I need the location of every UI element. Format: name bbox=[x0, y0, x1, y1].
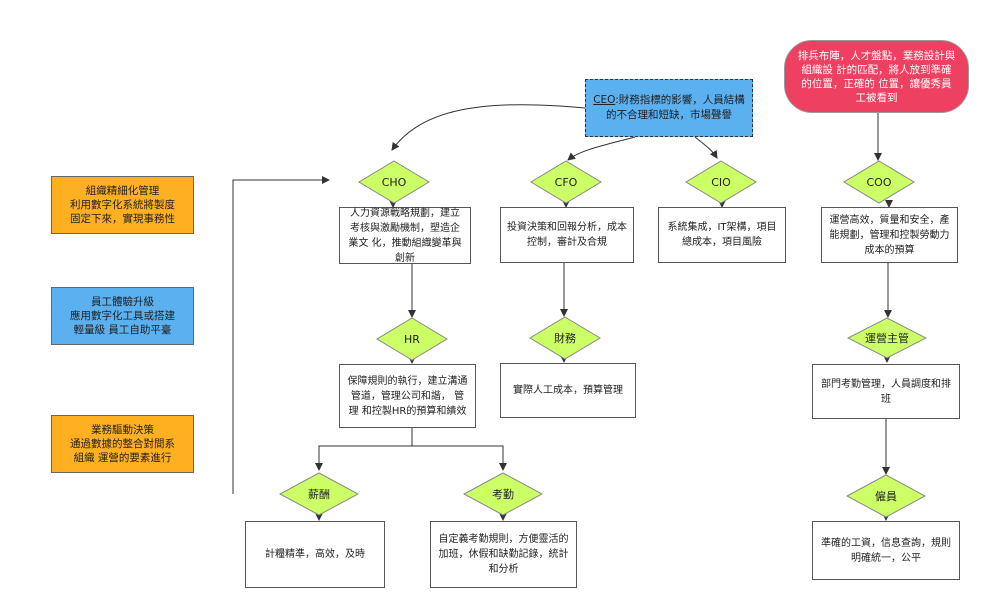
side-note-org-refinement: 組織精細化管理 利用數字化系統將製度 固定下來，實現事務性 bbox=[51, 176, 194, 234]
arrow-ceo-cho bbox=[391, 104, 586, 151]
node-coo: COO bbox=[866, 175, 892, 189]
box-caiwu: 實際人工成本，預算管理 bbox=[500, 363, 636, 418]
node-caiwu: 財務 bbox=[554, 332, 576, 345]
box-hr: 保障規則的執行，建立溝通 管道，管理公司和諧， 管理 和控製HR的預算和績效 bbox=[339, 364, 476, 428]
arrow-return-loop bbox=[232, 176, 330, 494]
side-note-business-decision: 業務驅動決策 通過數據的整合對間系 組織 運營的要素進行 bbox=[51, 415, 194, 473]
ceo-box: CEO:財務指標的影響，人員結構的不合理和短缺，市場聲譽 bbox=[585, 79, 753, 137]
side-note-employee-experience: 員工體驗升級 應用數字化工具或搭建 輕量級 員工自助平臺 bbox=[51, 287, 194, 345]
diamond-cio bbox=[685, 160, 757, 204]
coo-note-bubble: 排兵布陣，人才盤點，業務設計與組織設 計的匹配，將人放到準確的位置，正確的 位置… bbox=[784, 40, 969, 113]
node-cfo: CFO bbox=[554, 175, 578, 189]
box-cho: 人力資源戰略規劃，建立考核與激勵機制，塑造企業文 化，推動組織變革與創新 bbox=[339, 207, 471, 264]
diamond-yunying bbox=[847, 317, 927, 359]
diamond-cho bbox=[358, 160, 430, 204]
diamond-hr bbox=[376, 317, 448, 361]
ceo-text: :財務指標的影響，人員結構的不合理和短缺，市場聲譽 bbox=[606, 94, 745, 121]
box-guyuan: 準確的工資，信息查詢，規則明確統一，公平 bbox=[812, 521, 960, 580]
diamond-coo bbox=[843, 160, 915, 204]
box-cfo: 投資決策和回報分析，成本 控制，審計及合規 bbox=[500, 207, 634, 263]
node-xinchou: 薪酬 bbox=[308, 488, 330, 501]
node-cio: CIO bbox=[711, 175, 731, 189]
arrow-ceo-cfo bbox=[567, 136, 636, 161]
node-guyuan: 僱員 bbox=[875, 490, 897, 503]
node-yunying: 運營主管 bbox=[865, 332, 909, 345]
diamond-cfo bbox=[530, 160, 602, 204]
diamond-guyuan bbox=[846, 474, 926, 518]
node-hr: HR bbox=[404, 332, 420, 346]
box-coo: 運營高效，質量和安全，產 能規劃，管理和控製勞動力 成本的預算 bbox=[821, 207, 958, 263]
node-kaoqin: 考勤 bbox=[492, 488, 514, 501]
arrow-hr-split bbox=[315, 428, 413, 471]
diamond-kaoqin bbox=[463, 472, 543, 516]
diamond-xinchou bbox=[279, 472, 359, 516]
box-kaoqin: 自定義考勤規則，方便靈活的加班，休假和缺勤記錄，統計和分析 bbox=[430, 521, 577, 588]
ceo-label: CEO bbox=[593, 94, 616, 106]
node-cho: CHO bbox=[381, 175, 407, 189]
box-xinchou: 計糧精準，高效，及時 bbox=[245, 521, 385, 588]
box-yunying: 部門考勤管理，人員調度和排班 bbox=[812, 364, 960, 419]
box-cio: 系統集成，IT架構，項目總成本，項目風險 bbox=[658, 207, 786, 263]
arrow-ceo-cio bbox=[694, 136, 718, 159]
diamond-caiwu bbox=[529, 316, 601, 360]
